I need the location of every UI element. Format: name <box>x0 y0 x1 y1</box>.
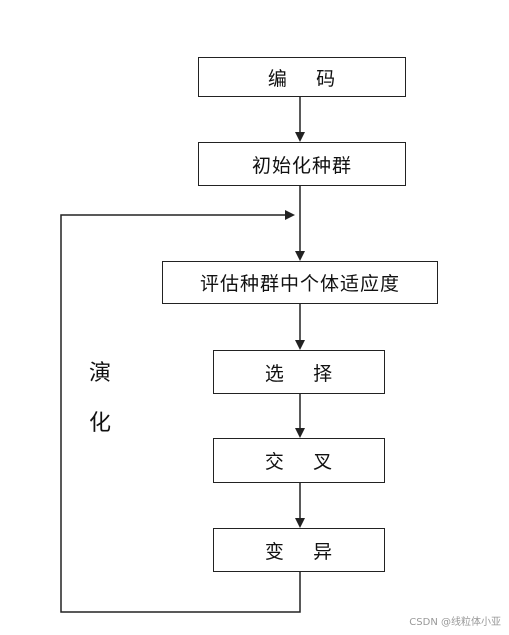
evolution-loop-line <box>60 210 301 613</box>
loop-label-char-1: 演 <box>89 361 112 386</box>
step-encode: 编 码 <box>198 57 406 97</box>
watermark: CSDN @线粒体小亚 <box>409 617 501 628</box>
step-crossover: 交 叉 <box>213 438 385 483</box>
step-evaluate-fitness: 评估种群中个体适应度 <box>162 261 438 304</box>
step-init-population: 初始化种群 <box>198 142 406 186</box>
step-select: 选 择 <box>213 350 385 394</box>
step-mutate: 变 异 <box>213 528 385 572</box>
loop-label-char-2: 化 <box>89 411 112 436</box>
